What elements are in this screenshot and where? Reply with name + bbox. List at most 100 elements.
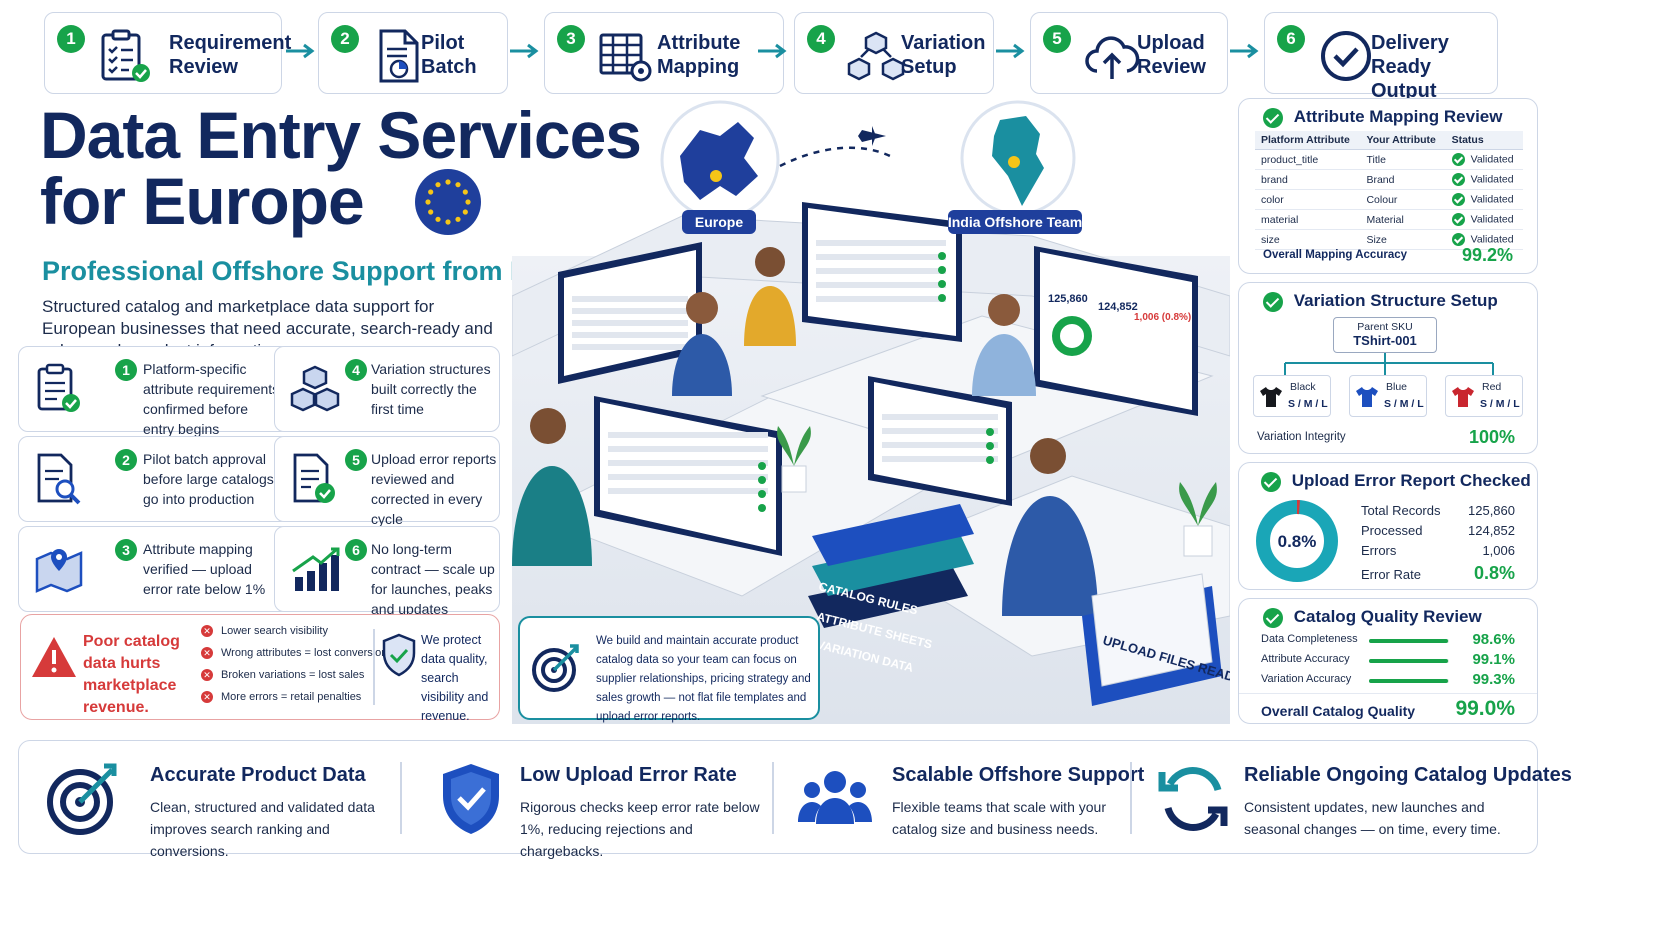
- monitor-variation-setup: [802, 202, 962, 342]
- step-number: 4: [807, 25, 835, 53]
- variation-child-0: Black S / M / L: [1253, 375, 1331, 417]
- eu-star: [445, 179, 451, 185]
- arrow-right-icon: [510, 43, 539, 59]
- error-rate-donut: 0.8%: [1256, 500, 1338, 582]
- mission-text: We build and maintain accurate product c…: [596, 635, 811, 723]
- step-number: 1: [57, 25, 85, 53]
- step-label: Attribute Mapping: [657, 32, 741, 78]
- eu-star: [465, 199, 471, 205]
- document-search-icon: [37, 453, 81, 505]
- variation-child-1: Blue S / M / L: [1349, 375, 1427, 417]
- feature-no-contract: 6 No long-term contract — scale up for l…: [274, 526, 500, 617]
- person-worker: [1002, 438, 1098, 616]
- stat-label: Total Records: [1361, 503, 1441, 518]
- eu-star: [455, 182, 461, 188]
- svg-text:124,852: 124,852: [1098, 301, 1138, 313]
- upload-error-panel: Upload Error Report Checked 0.8% Total R…: [1238, 462, 1538, 590]
- stat-value: 125,860: [1468, 503, 1515, 518]
- feature-number: 1: [115, 359, 137, 381]
- step-upload-review: 5 Upload Review: [1030, 12, 1228, 94]
- benefit-title: Scalable Offshore Support: [892, 764, 1145, 786]
- quality-bar-fill: [1369, 679, 1449, 683]
- status-text: Validated: [1470, 213, 1514, 226]
- quality-label: Variation Accuracy: [1261, 673, 1352, 685]
- variation-integrity-label: Variation Integrity: [1257, 431, 1346, 443]
- quality-bar: [1369, 679, 1449, 683]
- platform-attribute-cell: product_title: [1255, 149, 1361, 170]
- clipboard-check-icon: [37, 363, 80, 412]
- variation-sizes: S / M / L: [1384, 398, 1424, 410]
- benefit-title: Low Upload Error Rate: [520, 764, 737, 786]
- variation-color: Blue: [1386, 381, 1408, 393]
- variation-color: Red: [1482, 381, 1502, 393]
- arrow-right-icon: [1230, 43, 1259, 59]
- warning-item: ✕Wrong attributes = lost conversions: [201, 647, 393, 669]
- monitor-catalog-validation: [868, 376, 1012, 506]
- x-circle-icon: ✕: [201, 625, 213, 638]
- benefit-title: Reliable Ongoing Catalog Updates: [1244, 764, 1572, 786]
- feature-attribute-mapping: 3 Attribute mapping verified — upload er…: [18, 526, 290, 612]
- quality-value: 98.6%: [1472, 631, 1515, 648]
- table-header-row: Platform Attribute Your Attribute Status: [1255, 131, 1523, 150]
- warning-list: ✕Lower search visibility ✕Wrong attribut…: [201, 625, 393, 713]
- platform-attribute-cell: brand: [1255, 169, 1361, 190]
- person-worker: [512, 408, 592, 566]
- eu-flag-icon: [415, 169, 481, 235]
- feature-text: Variation structures built correctly the…: [371, 361, 491, 417]
- x-circle-icon: ✕: [201, 647, 213, 660]
- check-circle-icon: [1263, 107, 1283, 128]
- variation-structure-panel: Variation Structure Setup Parent SKU TSh…: [1238, 282, 1538, 454]
- feature-attribute-requirements: 1 Platform-specific attribute requiremen…: [18, 346, 290, 437]
- feature-number: 2: [115, 449, 137, 471]
- binder-stack: CATALOG RULES ATTRIBUTE SHEETS VARIATION…: [808, 504, 974, 675]
- feature-text: Upload error reports reviewed and correc…: [371, 451, 497, 527]
- plant-decoration: [777, 426, 811, 493]
- check-circle-icon: [1263, 291, 1283, 312]
- feature-text: Attribute mapping verified — upload erro…: [143, 541, 266, 597]
- quality-bar-fill: [1369, 639, 1448, 643]
- person-worker: [972, 294, 1036, 396]
- eu-star: [428, 189, 434, 195]
- divider: [1239, 693, 1537, 694]
- arrow-right-icon: [758, 43, 787, 59]
- quality-bar: [1369, 639, 1449, 643]
- step-delivery-ready: 6 Delivery Ready Output: [1264, 12, 1498, 102]
- clipboard-checklist-icon: [101, 29, 150, 82]
- step-label: Requirement Review: [169, 32, 292, 78]
- feature-text: Pilot batch approval before large catalo…: [143, 451, 274, 507]
- india-label: India Offshore Team: [948, 214, 1082, 230]
- panel-title: Variation Structure Setup: [1263, 291, 1498, 312]
- mapping-accuracy-label: Overall Mapping Accuracy: [1263, 249, 1408, 261]
- warning-item: ✕Broken variations = lost sales: [201, 669, 393, 691]
- tshirt-icon: [1260, 387, 1282, 407]
- benefit-text: Consistent updates, new launches and sea…: [1244, 799, 1501, 837]
- cubes-icon: [290, 365, 340, 412]
- step-requirement-review: 1 Requirement Review: [44, 12, 291, 94]
- feature-number: 4: [345, 359, 367, 381]
- x-circle-icon: ✕: [201, 691, 213, 704]
- step-label: Pilot Batch: [421, 32, 477, 78]
- stat-value: 124,852: [1468, 523, 1515, 538]
- check-circle-icon: [1321, 31, 1371, 81]
- monitor-upload-dashboard: 125,860 124,852 1,006 (0.8%): [1034, 246, 1198, 416]
- eu-star: [435, 182, 441, 188]
- benefit-text: Rigorous checks keep error rate below 1%…: [520, 799, 760, 859]
- refresh-icon: [1158, 766, 1228, 832]
- feature-upload-reports: 5 Upload error reports reviewed and corr…: [274, 436, 500, 527]
- shield-check-icon: [443, 764, 499, 834]
- mission-card: We build and maintain accurate product c…: [518, 616, 820, 723]
- office-scene: 125,860 124,852 1,006 (0.8%): [512, 100, 1230, 724]
- stat-value: 1,006: [1482, 543, 1515, 558]
- your-attribute-cell: Colour: [1360, 189, 1446, 210]
- step-label: Upload Review: [1137, 32, 1206, 78]
- error-rate-label: Error Rate: [1361, 567, 1421, 582]
- target-arrow-icon: [47, 763, 117, 835]
- quality-label: Attribute Accuracy: [1261, 653, 1350, 665]
- shield-check-icon: [382, 633, 416, 677]
- check-circle-icon: [1451, 193, 1465, 206]
- warning-title: Poor catalog data hurts marketplace reve…: [83, 633, 180, 716]
